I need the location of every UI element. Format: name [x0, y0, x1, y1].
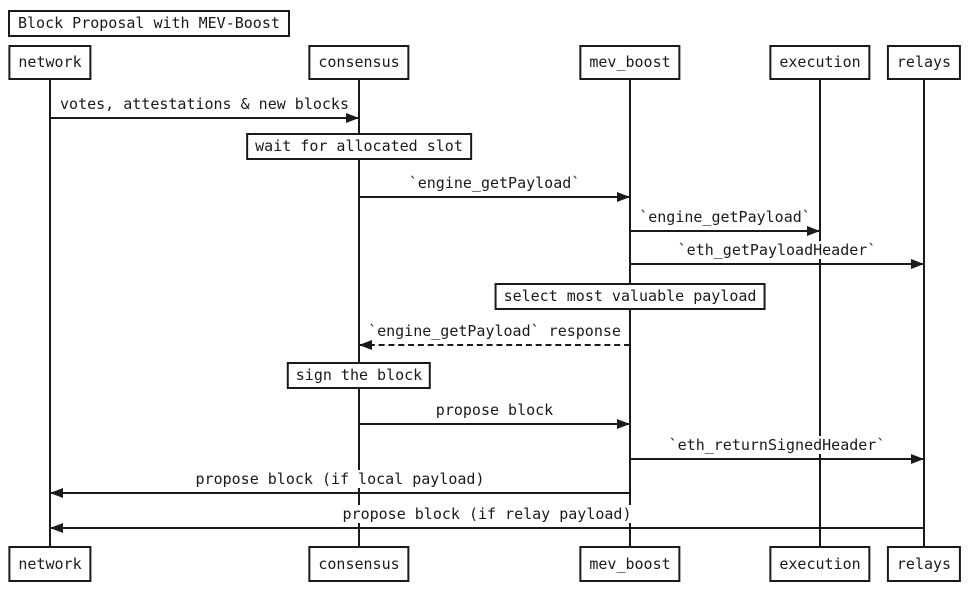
arrowhead-left-icon	[50, 523, 63, 533]
lifeline-network	[49, 78, 51, 546]
arrowhead-left-icon	[50, 488, 63, 498]
message-line	[630, 263, 924, 265]
lifeline-consensus	[358, 78, 360, 546]
arrowhead-right-icon	[807, 226, 820, 236]
message-line	[359, 423, 630, 425]
message-line	[630, 458, 924, 460]
message-line	[359, 196, 630, 198]
message-label: `engine_getPayload` response	[366, 322, 623, 340]
message-line	[50, 527, 924, 529]
diagram-title: Block Proposal with MEV-Boost	[8, 10, 290, 37]
message-label: `engine_getPayload`	[637, 208, 813, 226]
message-label: propose block (if relay payload)	[340, 505, 634, 523]
actor-top-mev-boost: mev_boost	[579, 45, 681, 80]
message-label: `engine_getPayload`	[406, 174, 583, 192]
arrowhead-right-icon	[617, 419, 630, 429]
actor-bottom-consensus: consensus	[308, 546, 410, 582]
arrowhead-right-icon	[911, 454, 924, 464]
message-label: propose block (if local payload)	[193, 470, 487, 488]
message-line	[50, 492, 630, 494]
arrowhead-left-icon	[359, 340, 372, 350]
message-label: `eth_getPayloadHeader`	[675, 241, 879, 259]
note-select-most-valuable-payload: select most valuable payload	[494, 283, 766, 310]
message-line	[50, 117, 359, 119]
message-line-dashed	[359, 344, 630, 346]
actor-bottom-relays: relays	[886, 546, 962, 582]
arrowhead-right-icon	[346, 113, 359, 123]
actor-top-relays: relays	[886, 45, 962, 80]
actor-top-execution: execution	[769, 45, 871, 80]
lifeline-execution	[819, 78, 821, 546]
actor-bottom-network: network	[8, 546, 92, 582]
lifeline-relays	[923, 78, 925, 546]
actor-top-consensus: consensus	[308, 45, 410, 80]
note-sign-the-block: sign the block	[286, 362, 432, 389]
arrowhead-right-icon	[911, 259, 924, 269]
actor-top-network: network	[8, 45, 92, 80]
note-wait-for-allocated-slot: wait for allocated slot	[246, 133, 472, 160]
actor-bottom-execution: execution	[769, 546, 871, 582]
arrowhead-right-icon	[617, 192, 630, 202]
actor-bottom-mev-boost: mev_boost	[579, 546, 681, 582]
message-label: propose block	[433, 401, 556, 419]
lifeline-mev-boost	[629, 78, 631, 546]
message-label: `eth_returnSignedHeader`	[666, 436, 888, 454]
message-line	[630, 230, 820, 232]
message-label: votes, attestations & new blocks	[58, 95, 351, 113]
